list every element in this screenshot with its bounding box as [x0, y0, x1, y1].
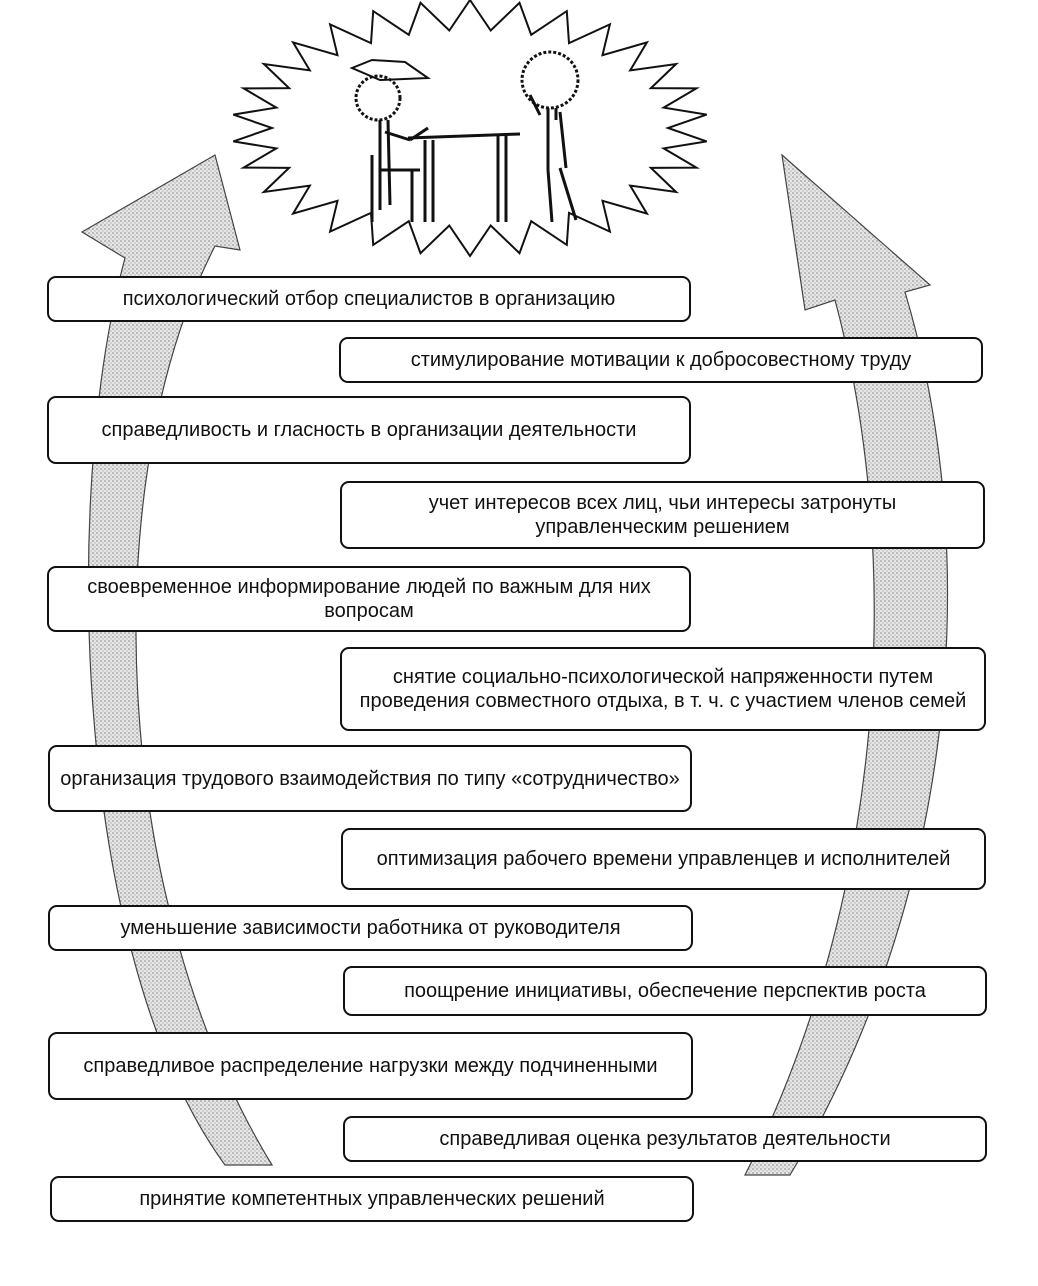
item-text-9: уменьшение зависимости работника от руко…	[120, 917, 621, 939]
item-box-6: снятие социально-психологической напряже…	[340, 647, 986, 731]
item-box-1: психологический отбор специалистов в орг…	[47, 276, 691, 322]
item-text-3: справедливость и гласность в организации…	[101, 419, 637, 441]
item-box-3: справедливость и гласность в организации…	[47, 396, 691, 464]
item-text-8: оптимизация рабочего времени управленцев…	[376, 848, 951, 870]
item-box-7: организация трудового взаимодействия по …	[48, 745, 692, 812]
item-text-10: поощрение инициативы, обеспечение перспе…	[404, 980, 926, 1002]
item-box-13: принятие компетентных управленческих реш…	[50, 1176, 694, 1222]
item-box-4: учет интересов всех лиц, чьи интересы за…	[340, 481, 985, 549]
item-text-11: справедливое распределение нагрузки межд…	[83, 1055, 658, 1077]
item-box-10: поощрение инициативы, обеспечение перспе…	[343, 966, 987, 1016]
standing-person-icon	[520, 50, 580, 223]
item-text-4: учет интересов всех лиц, чьи интересы за…	[428, 492, 897, 538]
item-box-9: уменьшение зависимости работника от руко…	[48, 905, 693, 951]
item-box-5: своевременное информирование людей по ва…	[47, 566, 691, 632]
item-text-7: организация трудового взаимодействия по …	[60, 767, 680, 790]
item-text-5: своевременное информирование людей по ва…	[87, 576, 651, 622]
item-text-6: снятие социально-психологической напряже…	[359, 666, 967, 712]
item-text-12: справедливая оценка результатов деятельн…	[439, 1128, 891, 1150]
item-box-2: стимулирование мотивации к добросовестно…	[339, 337, 983, 383]
item-text-2: стимулирование мотивации к добросовестно…	[410, 349, 912, 371]
item-box-11: справедливое распределение нагрузки межд…	[48, 1032, 693, 1100]
seated-person-icon	[349, 58, 432, 222]
item-box-12: справедливая оценка результатов деятельн…	[343, 1116, 987, 1162]
item-box-8: оптимизация рабочего времени управленцев…	[341, 828, 986, 890]
item-text-1: психологический отбор специалистов в орг…	[122, 288, 616, 310]
starburst-shape	[232, 0, 708, 258]
item-text-13: принятие компетентных управленческих реш…	[139, 1188, 605, 1210]
desk-icon	[407, 132, 521, 222]
